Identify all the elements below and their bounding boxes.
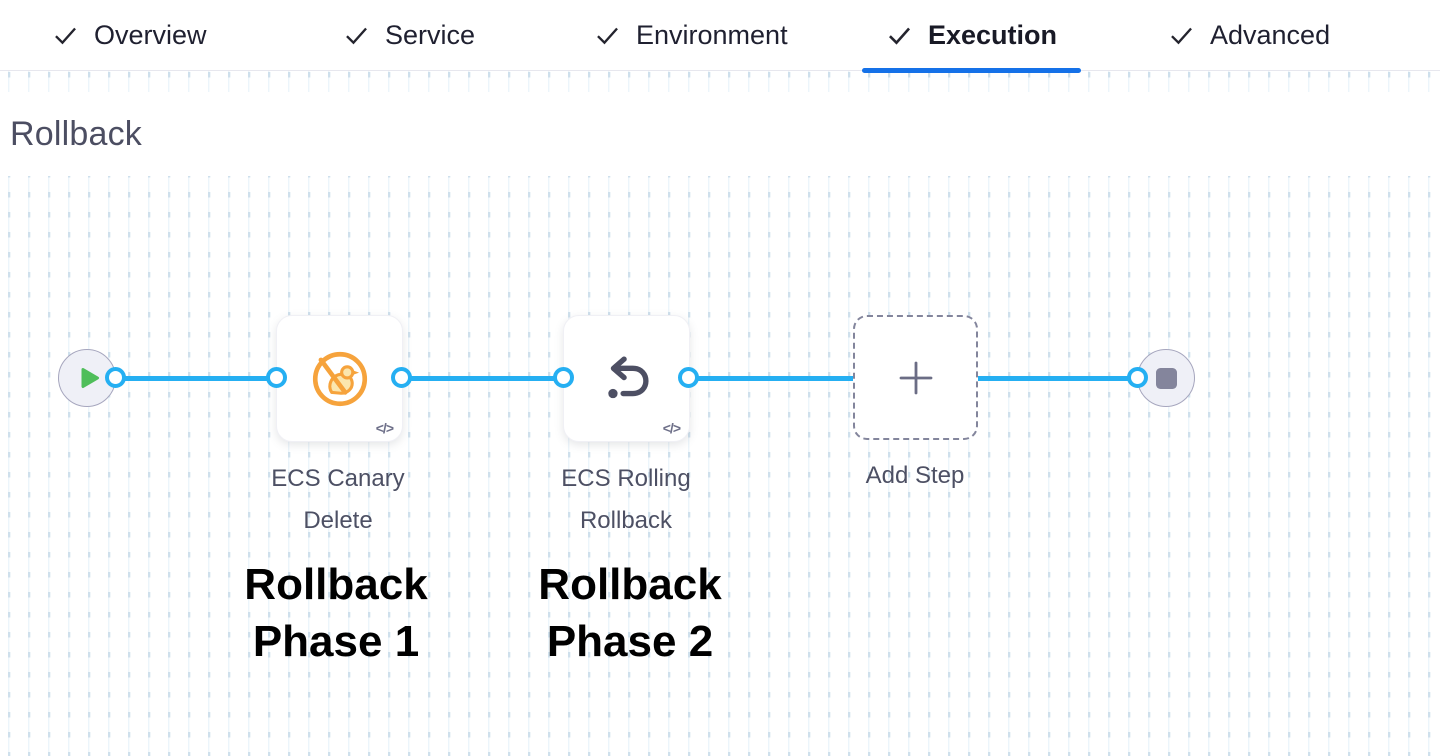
tab-label: Advanced xyxy=(1210,19,1331,50)
connector-port xyxy=(553,367,574,388)
add-step-button[interactable] xyxy=(853,315,978,440)
tab-execution[interactable]: Execution xyxy=(862,0,1082,73)
tab-advanced[interactable]: Advanced xyxy=(1144,0,1354,70)
step-name-label: ECS Canary Delete xyxy=(271,465,405,534)
ecs-rolling-rollback-icon xyxy=(607,355,649,398)
check-icon xyxy=(55,27,76,44)
check-icon xyxy=(597,27,618,44)
connector-port xyxy=(678,367,699,388)
add-step-label: Add Step xyxy=(865,462,965,489)
connector-port xyxy=(266,367,287,388)
check-icon xyxy=(346,27,367,44)
section-title-strip: Rollback xyxy=(0,92,1440,176)
tab-label: Overview xyxy=(94,19,207,50)
rollback-canvas: Rollback </> xyxy=(0,70,1440,756)
connector-port xyxy=(391,367,412,388)
connector-port xyxy=(1127,367,1148,388)
canvas-grid xyxy=(0,70,1440,756)
play-icon xyxy=(81,368,99,388)
tab-overview[interactable]: Overview xyxy=(28,0,231,70)
ecs-canary-delete-icon xyxy=(312,351,367,406)
pipeline-config-tabs: Overview Service Environment Execution A… xyxy=(0,0,1440,73)
tab-environment[interactable]: Environment xyxy=(570,0,812,70)
connector-port xyxy=(105,367,126,388)
tab-service[interactable]: Service xyxy=(319,0,499,70)
code-icon: </> xyxy=(662,420,681,436)
tab-label: Service xyxy=(385,19,476,50)
check-icon xyxy=(1171,27,1192,44)
step-name-label: ECS Rolling Rollback xyxy=(561,465,691,534)
annotation-rollback-phase-1: Rollback Phase 1 xyxy=(244,560,428,667)
step-card-ecs-rolling-rollback[interactable]: </> xyxy=(563,315,690,442)
annotation-rollback-phase-2: Rollback Phase 2 xyxy=(538,560,722,667)
tab-label: Environment xyxy=(636,19,788,50)
step-card-ecs-canary-delete[interactable]: </> xyxy=(276,315,403,442)
stop-icon xyxy=(1155,367,1177,389)
check-icon xyxy=(889,27,911,45)
section-title: Rollback xyxy=(10,114,142,153)
tab-label: Execution xyxy=(928,19,1058,50)
code-icon: </> xyxy=(375,420,394,436)
plus-icon xyxy=(899,361,932,394)
